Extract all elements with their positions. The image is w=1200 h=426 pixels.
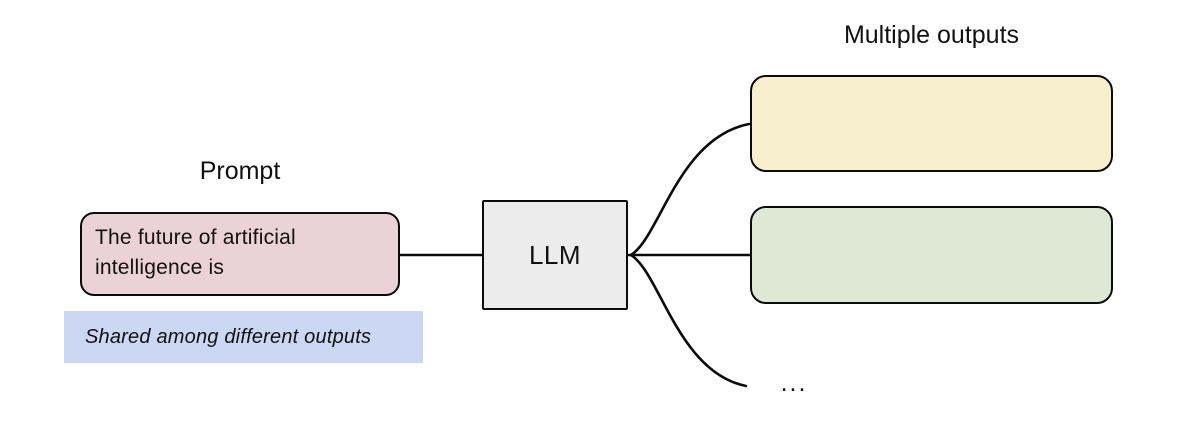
shared-note-text: Shared among different outputs xyxy=(85,325,372,348)
llm-box-label: LLM xyxy=(528,239,582,270)
shared-note-highlight: Shared among different outputs xyxy=(64,311,423,363)
connector-llm-to-output1 xyxy=(629,122,751,257)
multiple-outputs-title: Multiple outputs xyxy=(843,21,1020,49)
prompt-box: The future of artificial intelligence is xyxy=(80,212,400,296)
output-box-1 xyxy=(750,75,1113,172)
more-outputs-ellipsis: ... xyxy=(780,369,808,397)
prompt-title: Prompt xyxy=(199,157,281,185)
prompt-box-text: The future of artificial intelligence is xyxy=(95,226,296,279)
output-box-2 xyxy=(750,206,1113,304)
llm-box: LLM xyxy=(482,200,628,310)
connector-llm-to-ellipsis xyxy=(629,253,748,388)
